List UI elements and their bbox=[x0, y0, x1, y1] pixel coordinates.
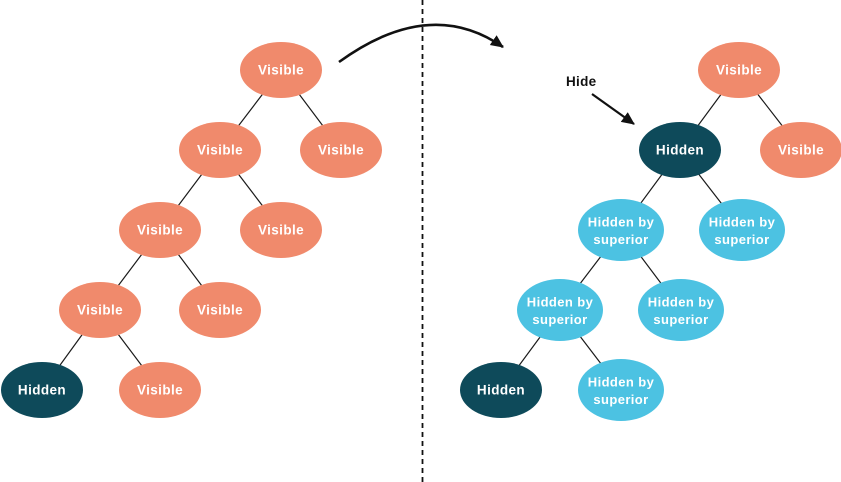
tree-node-visible bbox=[300, 122, 382, 178]
tree-node-hidden bbox=[460, 362, 542, 418]
tree-node-hidden-by-superior bbox=[578, 359, 664, 421]
tree-node-visible bbox=[240, 202, 322, 258]
tree-node-label: Visible bbox=[258, 223, 304, 238]
tree-node-hidden bbox=[1, 362, 83, 418]
tree-node-hidden bbox=[639, 122, 721, 178]
tree-node-visible bbox=[240, 42, 322, 98]
tree-node-label: Hidden bbox=[477, 383, 525, 398]
tree-node-label: Visible bbox=[197, 303, 243, 318]
tree-node-visible bbox=[119, 362, 201, 418]
tree-node-label: Visible bbox=[258, 63, 304, 78]
tree-node-visible bbox=[119, 202, 201, 258]
tree-node-label: Visible bbox=[716, 63, 762, 78]
tree-node-label: Visible bbox=[778, 143, 824, 158]
tree-node-hidden-by-superior bbox=[638, 279, 724, 341]
tree-node-hidden-by-superior bbox=[699, 199, 785, 261]
tree-node-label: Visible bbox=[137, 383, 183, 398]
tree-node-visible bbox=[179, 282, 261, 338]
tree-node-label: Hidden bbox=[18, 383, 66, 398]
tree-node-hidden-by-superior bbox=[578, 199, 664, 261]
tree-node-hidden-by-superior bbox=[517, 279, 603, 341]
tree-node-label: Visible bbox=[137, 223, 183, 238]
tree-node-label: Visible bbox=[197, 143, 243, 158]
tree-node-label: Hidden bbox=[656, 143, 704, 158]
tree-node-visible bbox=[760, 122, 841, 178]
tree-node-visible bbox=[179, 122, 261, 178]
tree-node-visible bbox=[698, 42, 780, 98]
hide-label: Hide bbox=[566, 74, 597, 89]
tree-node-label: Visible bbox=[318, 143, 364, 158]
transform-arrow bbox=[338, 23, 504, 64]
hide-arrow bbox=[591, 93, 635, 125]
tree-node-label: Visible bbox=[77, 303, 123, 318]
tree-node-visible bbox=[59, 282, 141, 338]
